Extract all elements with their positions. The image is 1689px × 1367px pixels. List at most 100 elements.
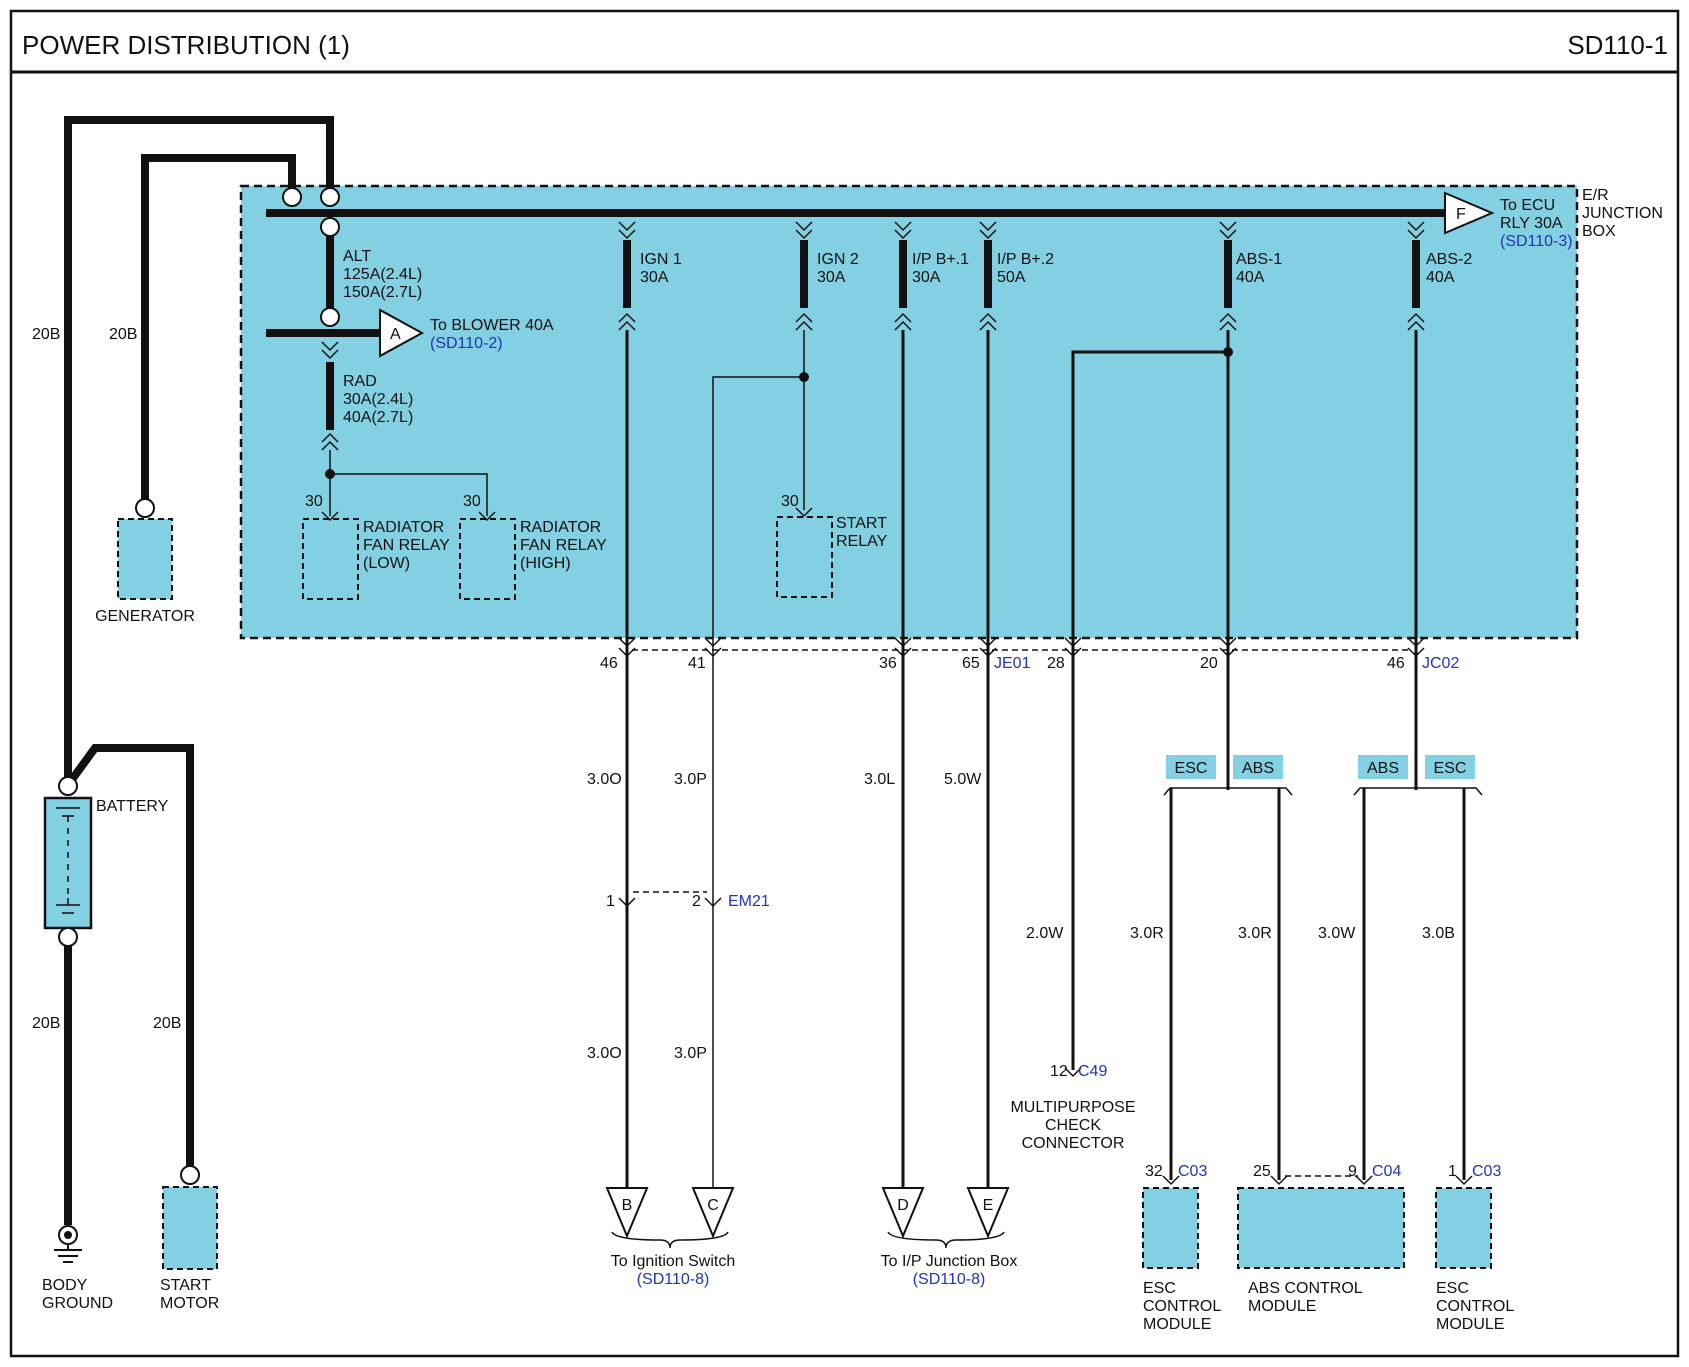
- page-title: POWER DISTRIBUTION (1): [22, 30, 350, 60]
- start-motor-cable: [64, 744, 194, 1170]
- offpage-arrow-a: [379, 308, 425, 358]
- c03b-pin: 1: [1448, 1163, 1457, 1180]
- offpage-letter-e: E: [983, 1197, 994, 1214]
- esc-control-module-left: [1142, 1187, 1199, 1269]
- ip-junction-box-ref: (SD110-8): [913, 1271, 986, 1288]
- generator-cable: [141, 154, 296, 505]
- connector-em21: EM21: [728, 893, 770, 910]
- rad-fuse-chevrons: [321, 341, 339, 451]
- pin-28: 28: [1047, 655, 1065, 672]
- offpage-letter-b: B: [622, 1197, 633, 1214]
- esc-control-module-right: [1435, 1187, 1492, 1269]
- c04a-pin: 25: [1253, 1163, 1271, 1180]
- signal-wires: [618, 330, 1425, 1188]
- wire-label-46-bot: 3.0O: [587, 1045, 622, 1062]
- radiator-fan-relay-high: [459, 518, 516, 600]
- tag-abs-2-text: ABS: [1367, 760, 1399, 777]
- em21-pin-1: 1: [606, 893, 615, 910]
- blower-ref-page: (SD110-2): [430, 335, 503, 352]
- terminal-alt-bottom: [320, 307, 340, 327]
- offpage-letter-f: F: [1456, 206, 1466, 223]
- wire-label-41-bot: 3.0P: [674, 1045, 707, 1062]
- wire-label-46-top: 3.0O: [587, 771, 622, 788]
- connector-c49: C49: [1078, 1063, 1107, 1080]
- pin-46: 46: [600, 655, 618, 672]
- start-motor: [162, 1186, 218, 1270]
- terminal-start-motor: [180, 1165, 200, 1185]
- offpage-connectors: [605, 1187, 1010, 1239]
- offpage-braces: [611, 1231, 1005, 1249]
- ignition-switch-text: To Ignition Switch: [611, 1253, 736, 1270]
- offpage-letter-c: C: [707, 1197, 719, 1214]
- connector-jc02: JC02: [1422, 655, 1459, 672]
- page-code: SD110-1: [1567, 30, 1668, 60]
- wire-label-36: 3.0L: [864, 771, 895, 788]
- em21-pin-2: 2: [692, 893, 701, 910]
- wire-label-28: 2.0W: [1026, 925, 1064, 942]
- start-relay-pin: 30: [781, 493, 799, 510]
- ip-junction-box-text: To I/P Junction Box: [881, 1253, 1018, 1270]
- bus-fuses: [618, 221, 1425, 331]
- pin-41: 41: [688, 655, 706, 672]
- ground-icon: [54, 1244, 82, 1263]
- c04b-pin: 9: [1348, 1163, 1357, 1180]
- relay-pin-chevrons: [321, 511, 496, 522]
- tag-esc-1: [1166, 755, 1216, 779]
- tag-esc-2-text: ESC: [1434, 760, 1467, 777]
- module-branch-wires: [1162, 787, 1483, 1186]
- terminal-battery-negative: [58, 927, 78, 947]
- connector-c04: C04: [1372, 1163, 1401, 1180]
- radiator-fan-relay-low: [302, 518, 359, 600]
- splice-rad: [325, 469, 335, 479]
- c49-pin: 12: [1050, 1063, 1068, 1080]
- terminal-battery-positive: [58, 776, 78, 796]
- rad-fan-feed: [329, 450, 488, 516]
- wire-label-esc2: 3.0B: [1422, 925, 1455, 942]
- wire-label-41-top: 3.0P: [674, 771, 707, 788]
- blower-ref-text: To BLOWER 40A: [430, 317, 554, 334]
- terminal-alt-top: [320, 217, 340, 237]
- relay-low-pin: 30: [305, 493, 323, 510]
- pin-20: 20: [1200, 655, 1218, 672]
- tag-abs-2: [1358, 755, 1408, 779]
- tag-esc-1-text: ESC: [1175, 760, 1208, 777]
- tag-esc-2: [1425, 755, 1475, 779]
- wire-label-battery-cable: 20B: [32, 326, 60, 343]
- relay-high-pin: 30: [463, 493, 481, 510]
- generator: [117, 518, 173, 600]
- page-frame: [9, 9, 1680, 1358]
- offpage-letter-a: A: [390, 326, 401, 343]
- ground-terminal-dot: [64, 1231, 72, 1239]
- junction-box: [239, 184, 1579, 640]
- connector-c03a: C03: [1178, 1163, 1207, 1180]
- ecu-ref-page: (SD110-3): [1500, 233, 1573, 250]
- pin-65: 65: [962, 655, 980, 672]
- wire-label-ground-cable: 20B: [32, 1015, 60, 1032]
- wire-label-abs1: 3.0R: [1238, 925, 1272, 942]
- wire-label-start-cable: 20B: [153, 1015, 181, 1032]
- ignition-switch-ref: (SD110-8): [637, 1271, 710, 1288]
- splice-ign2: [799, 372, 809, 382]
- offpage-letter-d: D: [897, 1197, 909, 1214]
- connector-je01: JE01: [994, 655, 1031, 672]
- wire-label-abs2: 3.0W: [1318, 925, 1356, 942]
- splice-abs1: [1223, 347, 1233, 357]
- battery-label: BATTERY: [96, 798, 169, 815]
